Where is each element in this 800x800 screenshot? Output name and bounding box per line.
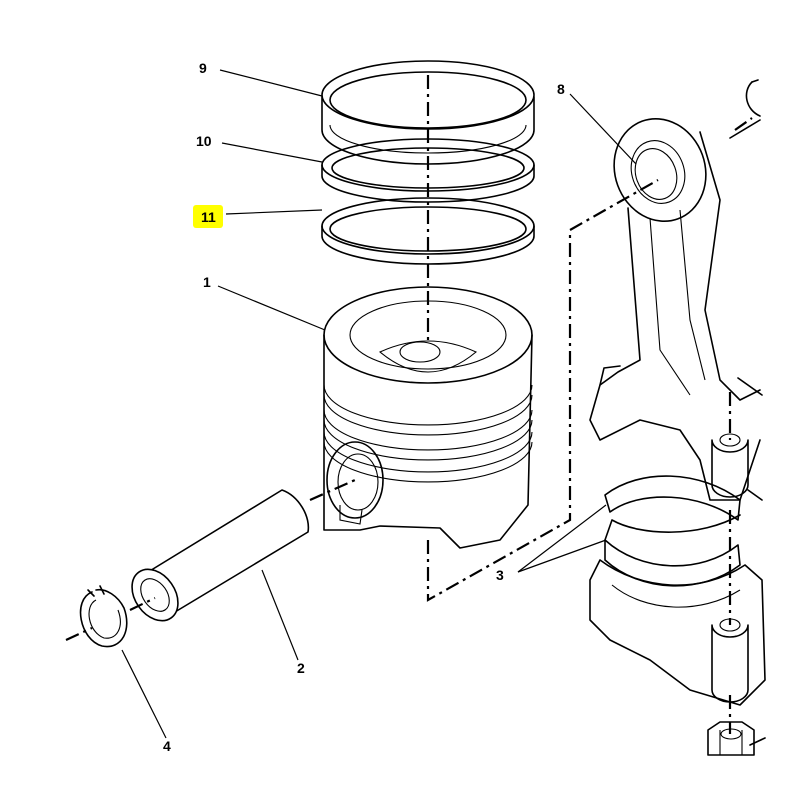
callout-11: 11	[201, 209, 216, 225]
callout-9: 9	[199, 60, 207, 76]
callout-10: 10	[196, 133, 212, 149]
bearing-shells	[604, 475, 741, 587]
piston	[323, 286, 533, 549]
callout-1: 1	[203, 274, 211, 290]
callout-11-highlight	[193, 205, 223, 228]
assembly-centerlines	[65, 75, 753, 734]
clip-top-right	[729, 79, 761, 139]
callout-2: 2	[297, 660, 305, 676]
callout-4: 4	[163, 738, 171, 754]
leader-lines	[121, 69, 637, 739]
snap-ring	[79, 585, 128, 648]
connecting-rod-cap	[589, 559, 766, 706]
connecting-rod	[589, 117, 761, 501]
callout-8: 8	[557, 81, 565, 97]
callout-3: 3	[496, 567, 504, 583]
piston-pin	[131, 489, 310, 622]
crankshaft-edge	[737, 377, 766, 746]
